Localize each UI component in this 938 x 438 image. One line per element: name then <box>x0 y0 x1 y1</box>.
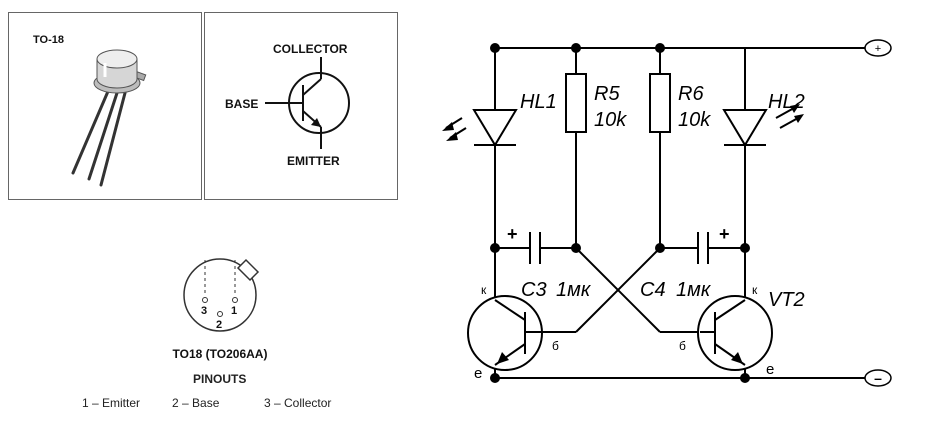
c3-value: 1мк <box>556 279 592 301</box>
vt2-label: VT2 <box>768 289 805 311</box>
c4-plus-sign: + <box>719 224 730 244</box>
vt2-collector-label: к <box>752 283 758 297</box>
symbol-panel: COLLECTOR BASE EMITTER <box>204 12 398 200</box>
plus-terminal-label: + <box>875 43 881 55</box>
r6-name: R6 <box>678 83 704 105</box>
c4-name: C4 <box>640 279 666 301</box>
pinout-subtitle: PINOUTS <box>193 372 247 386</box>
vt2-base-label: б <box>679 339 686 353</box>
pin-2-label: 2 <box>216 319 222 331</box>
vt1-emitter-label: е <box>474 365 482 382</box>
package-panel: TO-18 <box>8 12 202 200</box>
r5-value: 10k <box>594 109 627 131</box>
package-label: TO-18 <box>33 34 64 46</box>
c3-name: C3 <box>521 279 547 301</box>
minus-terminal-label: – <box>874 370 882 386</box>
hl1-label: HL1 <box>520 91 557 113</box>
pinout-legend-base: 2 – Base <box>172 396 220 410</box>
vt1-base-label: б <box>552 339 559 353</box>
pin-3-label: 3 <box>201 305 207 317</box>
pinout-diagram: 3 2 1 TO18 (TO206AA) <box>173 258 268 361</box>
pinout-legend-emitter: 1 – Emitter <box>82 396 141 410</box>
pin-1-label: 1 <box>231 305 237 317</box>
vt2-emitter-label: е <box>766 361 774 378</box>
c3-plus-sign: + <box>507 224 518 244</box>
pinout-title: TO18 (TO206AA) <box>173 347 268 361</box>
vt1-collector-label: к <box>481 283 487 297</box>
to18-package-image: TO-18 <box>33 34 147 187</box>
pinout-legend-collector: 3 – Collector <box>264 396 332 410</box>
collector-label: COLLECTOR <box>273 42 348 56</box>
c4-value: 1мк <box>676 279 712 301</box>
emitter-label: EMITTER <box>287 154 340 168</box>
r5-name: R5 <box>594 83 620 105</box>
base-label: BASE <box>225 97 258 111</box>
r6-value: 10k <box>678 109 711 131</box>
npn-symbol-diagram: COLLECTOR BASE EMITTER <box>225 42 350 168</box>
hl2-label: HL2 <box>768 91 805 113</box>
